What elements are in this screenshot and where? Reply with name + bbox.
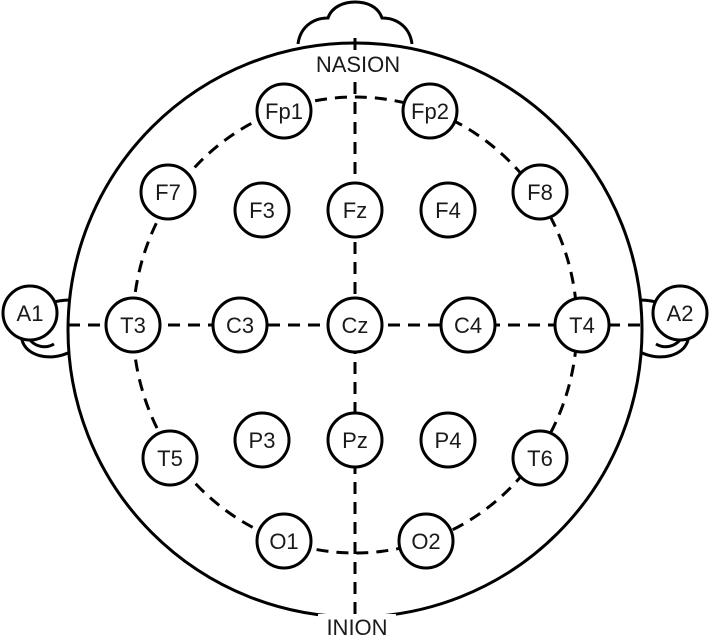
electrode-circle xyxy=(326,181,384,239)
electrode-c4: C4 xyxy=(439,296,497,354)
electrode-circle xyxy=(255,82,313,140)
electrode-label: P3 xyxy=(249,428,276,453)
electrode-a2: A2 xyxy=(651,284,709,342)
electrode-circle xyxy=(139,163,197,221)
electrode-label: C3 xyxy=(226,313,254,338)
electrode-f4: F4 xyxy=(419,181,477,239)
electrode-fp1: Fp1 xyxy=(255,82,313,140)
electrode-circle xyxy=(419,181,477,239)
electrode-label: F8 xyxy=(527,180,553,205)
electrode-t4: T4 xyxy=(553,296,611,354)
electrode-o1: O1 xyxy=(255,512,313,570)
electrode-circle xyxy=(419,411,477,469)
electrode-fp2: Fp2 xyxy=(401,82,459,140)
electrode-f7: F7 xyxy=(139,163,197,221)
nasion-label: NASION xyxy=(316,52,400,77)
electrode-circle xyxy=(553,296,611,354)
electrode-circle xyxy=(401,82,459,140)
electrode-f8: F8 xyxy=(511,163,569,221)
electrode-o2: O2 xyxy=(397,512,455,570)
electrode-label: A2 xyxy=(667,301,694,326)
electrode-c3: C3 xyxy=(211,296,269,354)
electrode-label: Fz xyxy=(343,198,367,223)
nose-shape xyxy=(296,0,414,45)
electrode-label: Pz xyxy=(342,428,368,453)
electrode-circle xyxy=(255,512,313,570)
electrode-circle xyxy=(439,296,497,354)
electrode-label: O1 xyxy=(269,529,298,554)
electrode-circle xyxy=(511,163,569,221)
electrode-circle xyxy=(211,296,269,354)
electrode-circle xyxy=(233,411,291,469)
electrode-label: F7 xyxy=(155,180,181,205)
electrode-circle xyxy=(141,429,199,487)
electrode-label: F3 xyxy=(249,198,275,223)
electrode-f3: F3 xyxy=(233,181,291,239)
electrode-circle xyxy=(326,296,384,354)
electrode-label: T4 xyxy=(569,313,595,338)
electrode-pz: Pz xyxy=(326,411,384,469)
electrode-circle xyxy=(651,284,709,342)
electrode-circle xyxy=(1,284,59,342)
electrode-circle xyxy=(104,296,162,354)
electrode-label: A1 xyxy=(17,301,44,326)
electrode-circle xyxy=(511,429,569,487)
electrode-fz: Fz xyxy=(326,181,384,239)
electrode-label: Fp1 xyxy=(265,99,303,124)
electrode-circle xyxy=(233,181,291,239)
electrode-p3: P3 xyxy=(233,411,291,469)
electrode-label: T5 xyxy=(157,446,183,471)
electrode-t3: T3 xyxy=(104,296,162,354)
electrode-cz: Cz xyxy=(326,296,384,354)
electrode-circle xyxy=(326,411,384,469)
electrode-label: C4 xyxy=(454,313,482,338)
electrode-t6: T6 xyxy=(511,429,569,487)
inion-label: INION xyxy=(326,615,387,636)
electrode-label: P4 xyxy=(435,428,462,453)
electrode-label: O2 xyxy=(411,529,440,554)
electrode-label: Fp2 xyxy=(411,99,449,124)
electrode-label: F4 xyxy=(435,198,461,223)
electrode-label: T3 xyxy=(120,313,146,338)
electrode-label: Cz xyxy=(342,313,369,338)
electrode-label: T6 xyxy=(527,446,553,471)
electrode-t5: T5 xyxy=(141,429,199,487)
electrode-p4: P4 xyxy=(419,411,477,469)
electrode-circle xyxy=(397,512,455,570)
electrode-a1: A1 xyxy=(1,284,59,342)
